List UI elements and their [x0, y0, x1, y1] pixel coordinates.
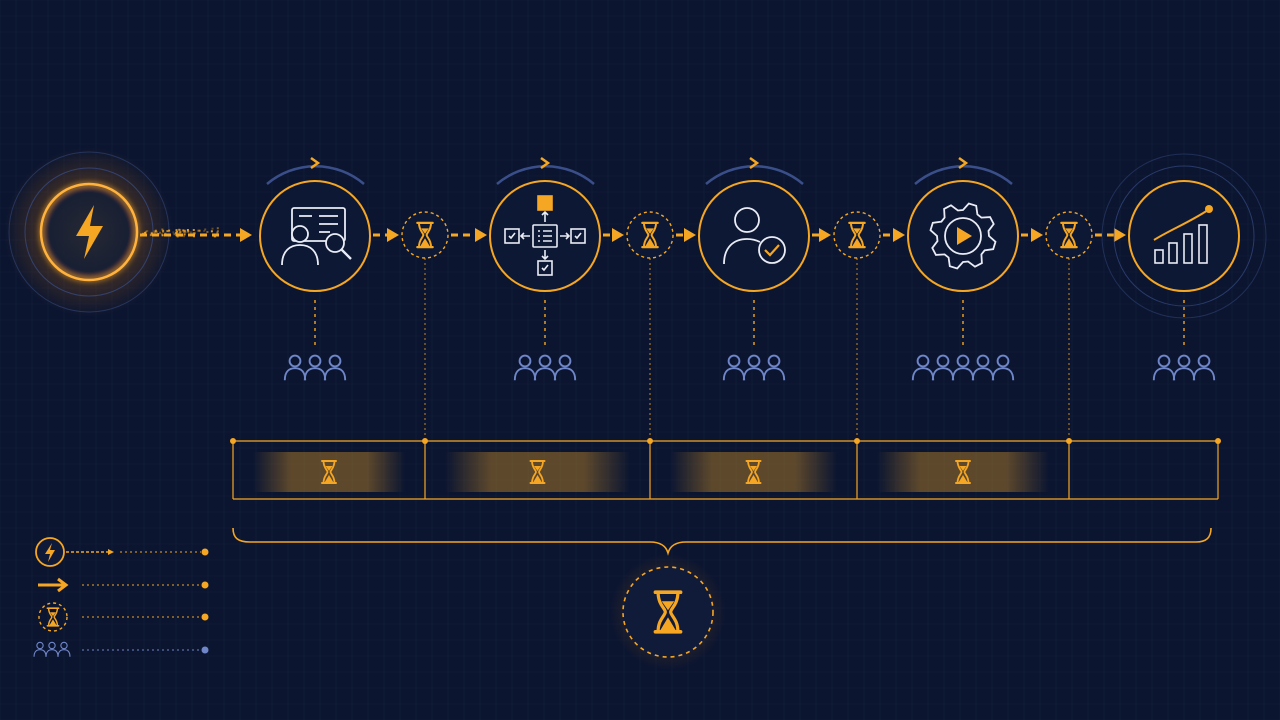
flow-arrow — [140, 228, 252, 242]
legend — [33, 537, 209, 658]
total-wait-node — [610, 554, 726, 670]
legend-dot — [201, 548, 209, 556]
timeline-wait-segment — [445, 452, 630, 492]
timeline-dot — [647, 438, 653, 444]
gear-play-icon — [929, 202, 997, 270]
timeline-wait-segment — [670, 452, 837, 492]
stage-node-2 — [489, 156, 601, 292]
user-approval-icon — [723, 207, 786, 265]
stage-node-5 — [1101, 153, 1267, 319]
stage-node-4 — [907, 156, 1019, 292]
lightning-bolt-icon — [76, 205, 103, 259]
flow-arrow — [676, 228, 696, 242]
flow-arrow — [812, 228, 831, 242]
team-group — [513, 300, 577, 382]
legend-dot — [201, 613, 209, 621]
flow-arrow — [451, 228, 487, 242]
timeline-dot — [230, 438, 236, 444]
total-brace — [232, 527, 1212, 556]
timeline-dot — [854, 438, 860, 444]
arrow-right-icon — [38, 577, 69, 593]
legend-item-handoff — [38, 577, 69, 593]
wait-node-list — [401, 211, 1093, 440]
legend-dot — [201, 581, 209, 589]
team-list — [283, 300, 1216, 382]
flow-arrow — [1095, 228, 1126, 242]
process-flow — [140, 228, 1126, 242]
legend-dot — [201, 646, 209, 654]
wait-node — [401, 211, 449, 440]
flow-arrow — [1021, 228, 1043, 242]
timeline-dot — [1066, 438, 1072, 444]
timeline-dot — [422, 438, 428, 444]
legend-item-team — [33, 641, 71, 658]
gear-outline — [929, 202, 997, 270]
timeline-wait-segment — [877, 452, 1049, 492]
stage-node-1 — [259, 156, 371, 292]
wait-node — [626, 211, 674, 440]
wait-node — [1045, 211, 1093, 440]
wait-node — [833, 211, 881, 440]
hourglass-icon — [46, 607, 60, 627]
legend-item-trigger — [35, 537, 114, 567]
stage-node-3 — [698, 156, 810, 292]
flow-arrow — [883, 228, 905, 242]
user-search-icon — [281, 207, 352, 266]
timeline-dot — [1215, 438, 1221, 444]
legend-item-wait — [38, 602, 68, 632]
timeline-wait-segment — [253, 452, 405, 492]
flow-arrow — [373, 228, 399, 242]
wait-timeline — [230, 438, 1221, 500]
stage-list — [259, 153, 1267, 319]
team-group — [283, 300, 347, 382]
workflow-process-icon — [504, 195, 586, 276]
trigger-node — [4, 147, 174, 317]
team-group — [722, 300, 786, 382]
team-group — [1152, 300, 1216, 382]
team-group — [911, 300, 1015, 382]
flow-arrow — [603, 228, 624, 242]
lightning-bolt-icon — [45, 543, 55, 562]
growth-chart-icon — [1153, 205, 1213, 264]
